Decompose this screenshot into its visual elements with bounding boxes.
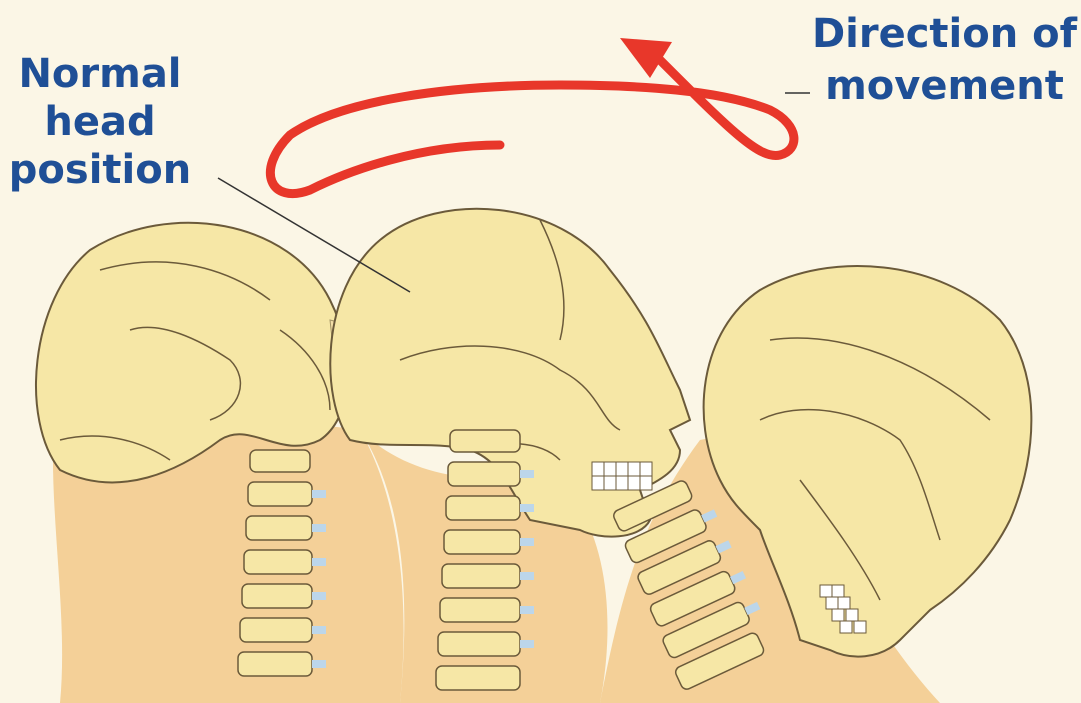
cranium-left: [36, 223, 348, 483]
arrow-path: [270, 60, 794, 194]
normal-head-position-label: Normal head position: [0, 50, 200, 194]
teeth-middle: [592, 462, 652, 490]
direction-of-movement-label: Direction of movement: [808, 8, 1081, 112]
movement-arrow: [270, 38, 794, 194]
